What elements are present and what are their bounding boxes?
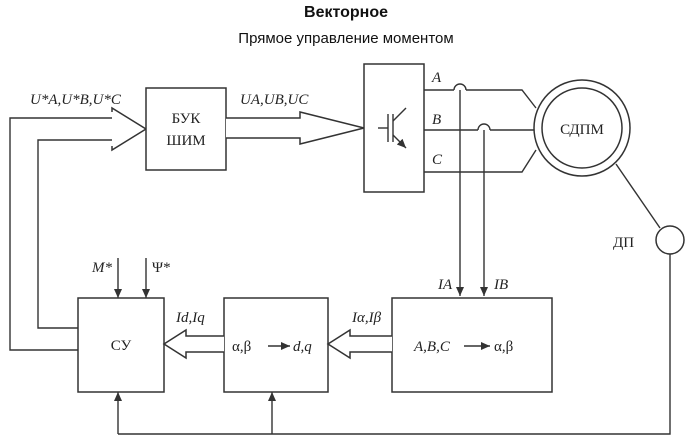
ib-label: IB xyxy=(493,277,508,293)
psi-ref-label: Ψ* xyxy=(152,260,171,276)
phase-b-label: B xyxy=(432,112,441,128)
phase-a-label: A xyxy=(431,70,442,86)
motor-inner xyxy=(541,87,623,169)
phase-c-label: C xyxy=(432,152,443,168)
ia-label: IA xyxy=(437,277,453,293)
i-ab-label: Iα,Iβ xyxy=(351,310,382,326)
buk-block xyxy=(145,87,227,171)
clarke-label-right: α,β xyxy=(494,339,513,355)
page-title: Векторное xyxy=(304,4,388,21)
clarke-label-left: A,B,C xyxy=(413,339,451,355)
i-ab-arrow xyxy=(326,328,392,360)
clarke-block xyxy=(391,297,553,393)
park-label-left: α,β xyxy=(232,339,251,355)
park-label-right: d,q xyxy=(293,339,312,355)
motor-label: СДПМ xyxy=(560,122,604,138)
buk-label-2: ШИМ xyxy=(166,133,205,149)
su-label: СУ xyxy=(111,338,132,354)
sensor-label: ДП xyxy=(613,235,634,251)
u-out-label: UA,UB,UC xyxy=(240,92,309,108)
i-dq-arrow xyxy=(162,328,224,360)
sensor-link xyxy=(615,163,661,229)
u-out-arrow xyxy=(226,111,365,145)
su-block xyxy=(77,297,165,393)
i-dq-label: Id,Iq xyxy=(175,310,205,326)
sensor-feedback-line xyxy=(118,254,671,435)
u-ref-label: U*A,U*B,U*C xyxy=(30,92,122,108)
igbt-icon xyxy=(378,107,407,149)
page-subtitle: Прямое управление моментом xyxy=(238,30,454,47)
m-ref-label: M* xyxy=(91,260,112,276)
inverter-block xyxy=(363,63,425,193)
phase-lines xyxy=(424,83,537,173)
buk-label-1: БУК xyxy=(172,111,202,127)
position-sensor xyxy=(655,225,685,255)
feedback-line-outer xyxy=(9,117,112,351)
feedback-line-inner xyxy=(37,139,112,329)
u-ref-arrow xyxy=(111,106,148,152)
